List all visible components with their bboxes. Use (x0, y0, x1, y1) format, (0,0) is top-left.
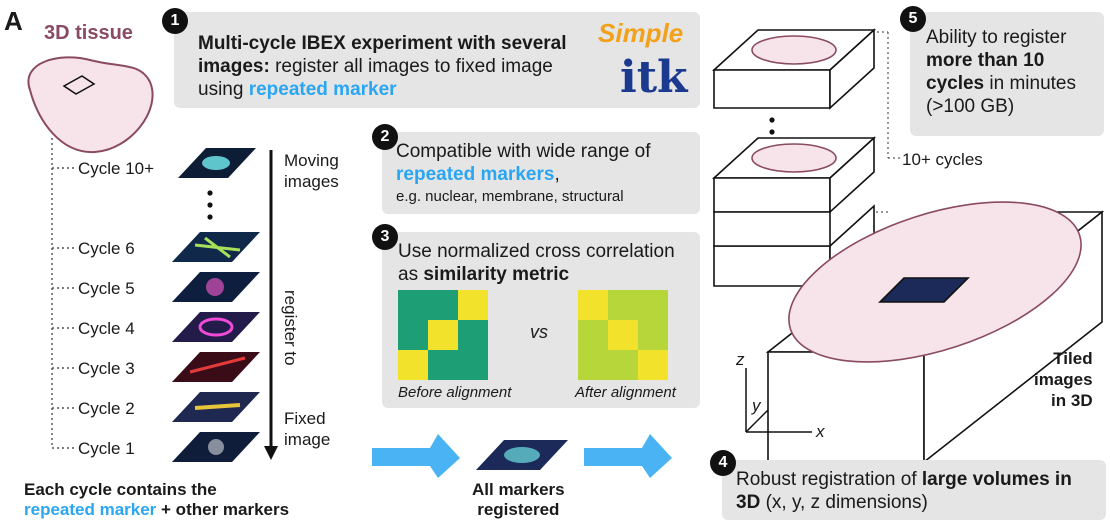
box-3-text: Use normalized cross correlation as simi… (398, 240, 688, 286)
axis-x-label: x (816, 422, 825, 441)
axis-z-label: z (736, 350, 745, 369)
panel-letter: A (4, 6, 23, 36)
stack-label: 10+ cycles (902, 150, 983, 169)
tiled-label: Tiled images in 3D (1034, 349, 1093, 410)
box-5-plain-2: in minutes (>100 GB) (926, 73, 1076, 117)
step-3-badge: 3 (372, 224, 398, 250)
box-1-bold: Multi-cycle IBEX experiment with several… (198, 33, 567, 77)
step-2-badge: 2 (372, 124, 398, 150)
simpleitk-logo-itk: itk (620, 52, 688, 103)
box-2-plain: Compatible with wide range of (396, 141, 651, 162)
registered-label: All markers registered (472, 480, 565, 519)
cycle-tiles (172, 148, 260, 462)
cycle-label: Cycle 5 (78, 279, 135, 298)
box-5: Ability to register more than 10 cycles … (910, 12, 1104, 136)
flow-arrow-2 (584, 434, 672, 478)
register-arrow (264, 150, 278, 460)
tissue-icon (27, 56, 154, 154)
cycle-label: Cycle 6 (78, 239, 135, 258)
box-2: Compatible with wide range of repeated m… (382, 132, 700, 214)
step-5-badge: 5 (900, 6, 926, 32)
box-4-plain-1: Robust registration of (736, 469, 922, 490)
box-5-plain-1: Ability to register (926, 27, 1067, 48)
axes-3d (745, 368, 812, 433)
box-1-blue: repeated marker (248, 79, 397, 100)
box-5-text: Ability to register more than 10 cycles … (926, 26, 1098, 118)
box-4-plain-2: (x, y, z dimensions) (760, 492, 928, 513)
box-3-bold: similarity metric (423, 264, 570, 285)
cycle-caption: Each cycle contains the repeated marker … (24, 480, 289, 520)
caption-blue: repeated marker (24, 500, 157, 519)
slab-stack (711, 28, 877, 288)
cycle-label: Cycle 10+ (78, 159, 155, 178)
simpleitk-logo-simple: Simple (598, 18, 684, 48)
box-2-tail: , (554, 164, 560, 185)
step-1-badge: 1 (162, 8, 188, 34)
box-1-plain: register all images to fixed image using (198, 56, 553, 100)
box-2-blue: repeated markers (396, 164, 555, 185)
box-4-text: Robust registration of large volumes in … (736, 468, 1096, 514)
box-1: Multi-cycle IBEX experiment with several… (174, 12, 700, 108)
heatmap-after (578, 290, 668, 380)
caption-line-2: repeated marker + other markers (24, 500, 289, 520)
box-2-example: e.g. nuclear, membrane, structural (396, 188, 624, 205)
after-label: After alignment (575, 384, 676, 401)
flow-arrow-1 (372, 434, 460, 478)
register-to-label: register to (281, 290, 300, 366)
box-4-bold: large volumes in 3D (736, 469, 1072, 513)
before-label: Before alignment (398, 384, 512, 401)
cycle-label: Cycle 1 (78, 439, 135, 458)
step-4-badge: 4 (710, 450, 736, 476)
axis-y-label: y (752, 396, 761, 415)
tissue-label: 3D tissue (44, 22, 133, 44)
volume-3d (765, 201, 1105, 464)
box-4: Robust registration of large volumes in … (722, 460, 1106, 520)
box-1-text: Multi-cycle IBEX experiment with several… (198, 32, 588, 101)
box-2-text: Compatible with wide range of repeated m… (396, 140, 696, 186)
heatmap-before (398, 290, 488, 380)
cycle-label: Cycle 2 (78, 399, 135, 418)
vs-label: vs (530, 322, 548, 342)
cycle-label: Cycle 3 (78, 359, 135, 378)
box-5-bold: more than 10 cycles (926, 50, 1045, 94)
caption-rest: + other markers (156, 500, 290, 519)
box-3-plain: Use normalized cross correlation as (398, 241, 675, 285)
cycle-tree (51, 138, 74, 449)
moving-images-label: Moving images (284, 151, 339, 191)
caption-line-1: Each cycle contains the (24, 480, 217, 499)
cycle-label: Cycle 4 (78, 319, 135, 338)
fixed-image-label: Fixed image (284, 409, 331, 449)
